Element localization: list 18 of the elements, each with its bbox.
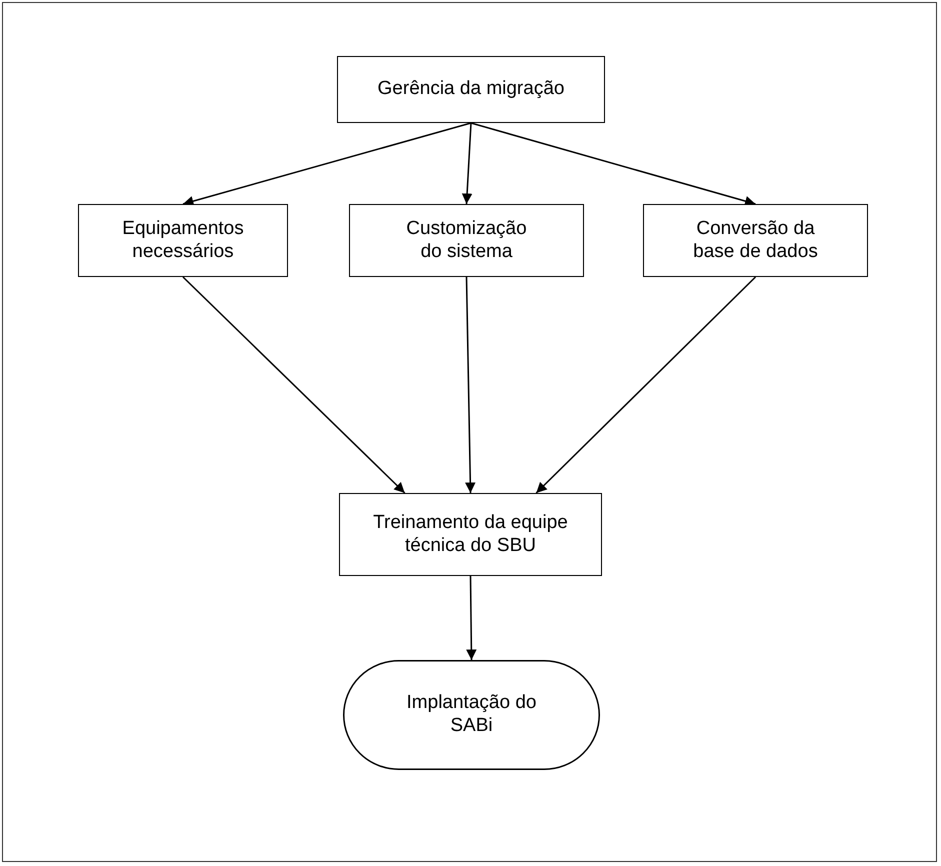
process-box xyxy=(643,204,868,277)
node-label: Implantação do SABi xyxy=(406,692,538,738)
process-box xyxy=(78,204,288,277)
arrow xyxy=(466,576,477,660)
arrow xyxy=(462,122,472,204)
process-box xyxy=(337,56,605,123)
node-label: Treinamento da equipe técnica do SBU xyxy=(372,512,569,558)
process-box xyxy=(349,204,584,277)
arrow xyxy=(536,276,756,494)
arrow xyxy=(465,276,476,494)
arrow xyxy=(182,122,472,206)
process-box xyxy=(339,493,602,576)
node-label: Equipamentos necessários xyxy=(121,218,245,264)
node-label: Conversão da base de dados xyxy=(692,218,819,264)
arrow xyxy=(182,276,406,494)
node-label: Customização do sistema xyxy=(405,218,528,264)
arrow xyxy=(470,122,756,206)
node-label: Gerência da migração xyxy=(378,78,564,101)
